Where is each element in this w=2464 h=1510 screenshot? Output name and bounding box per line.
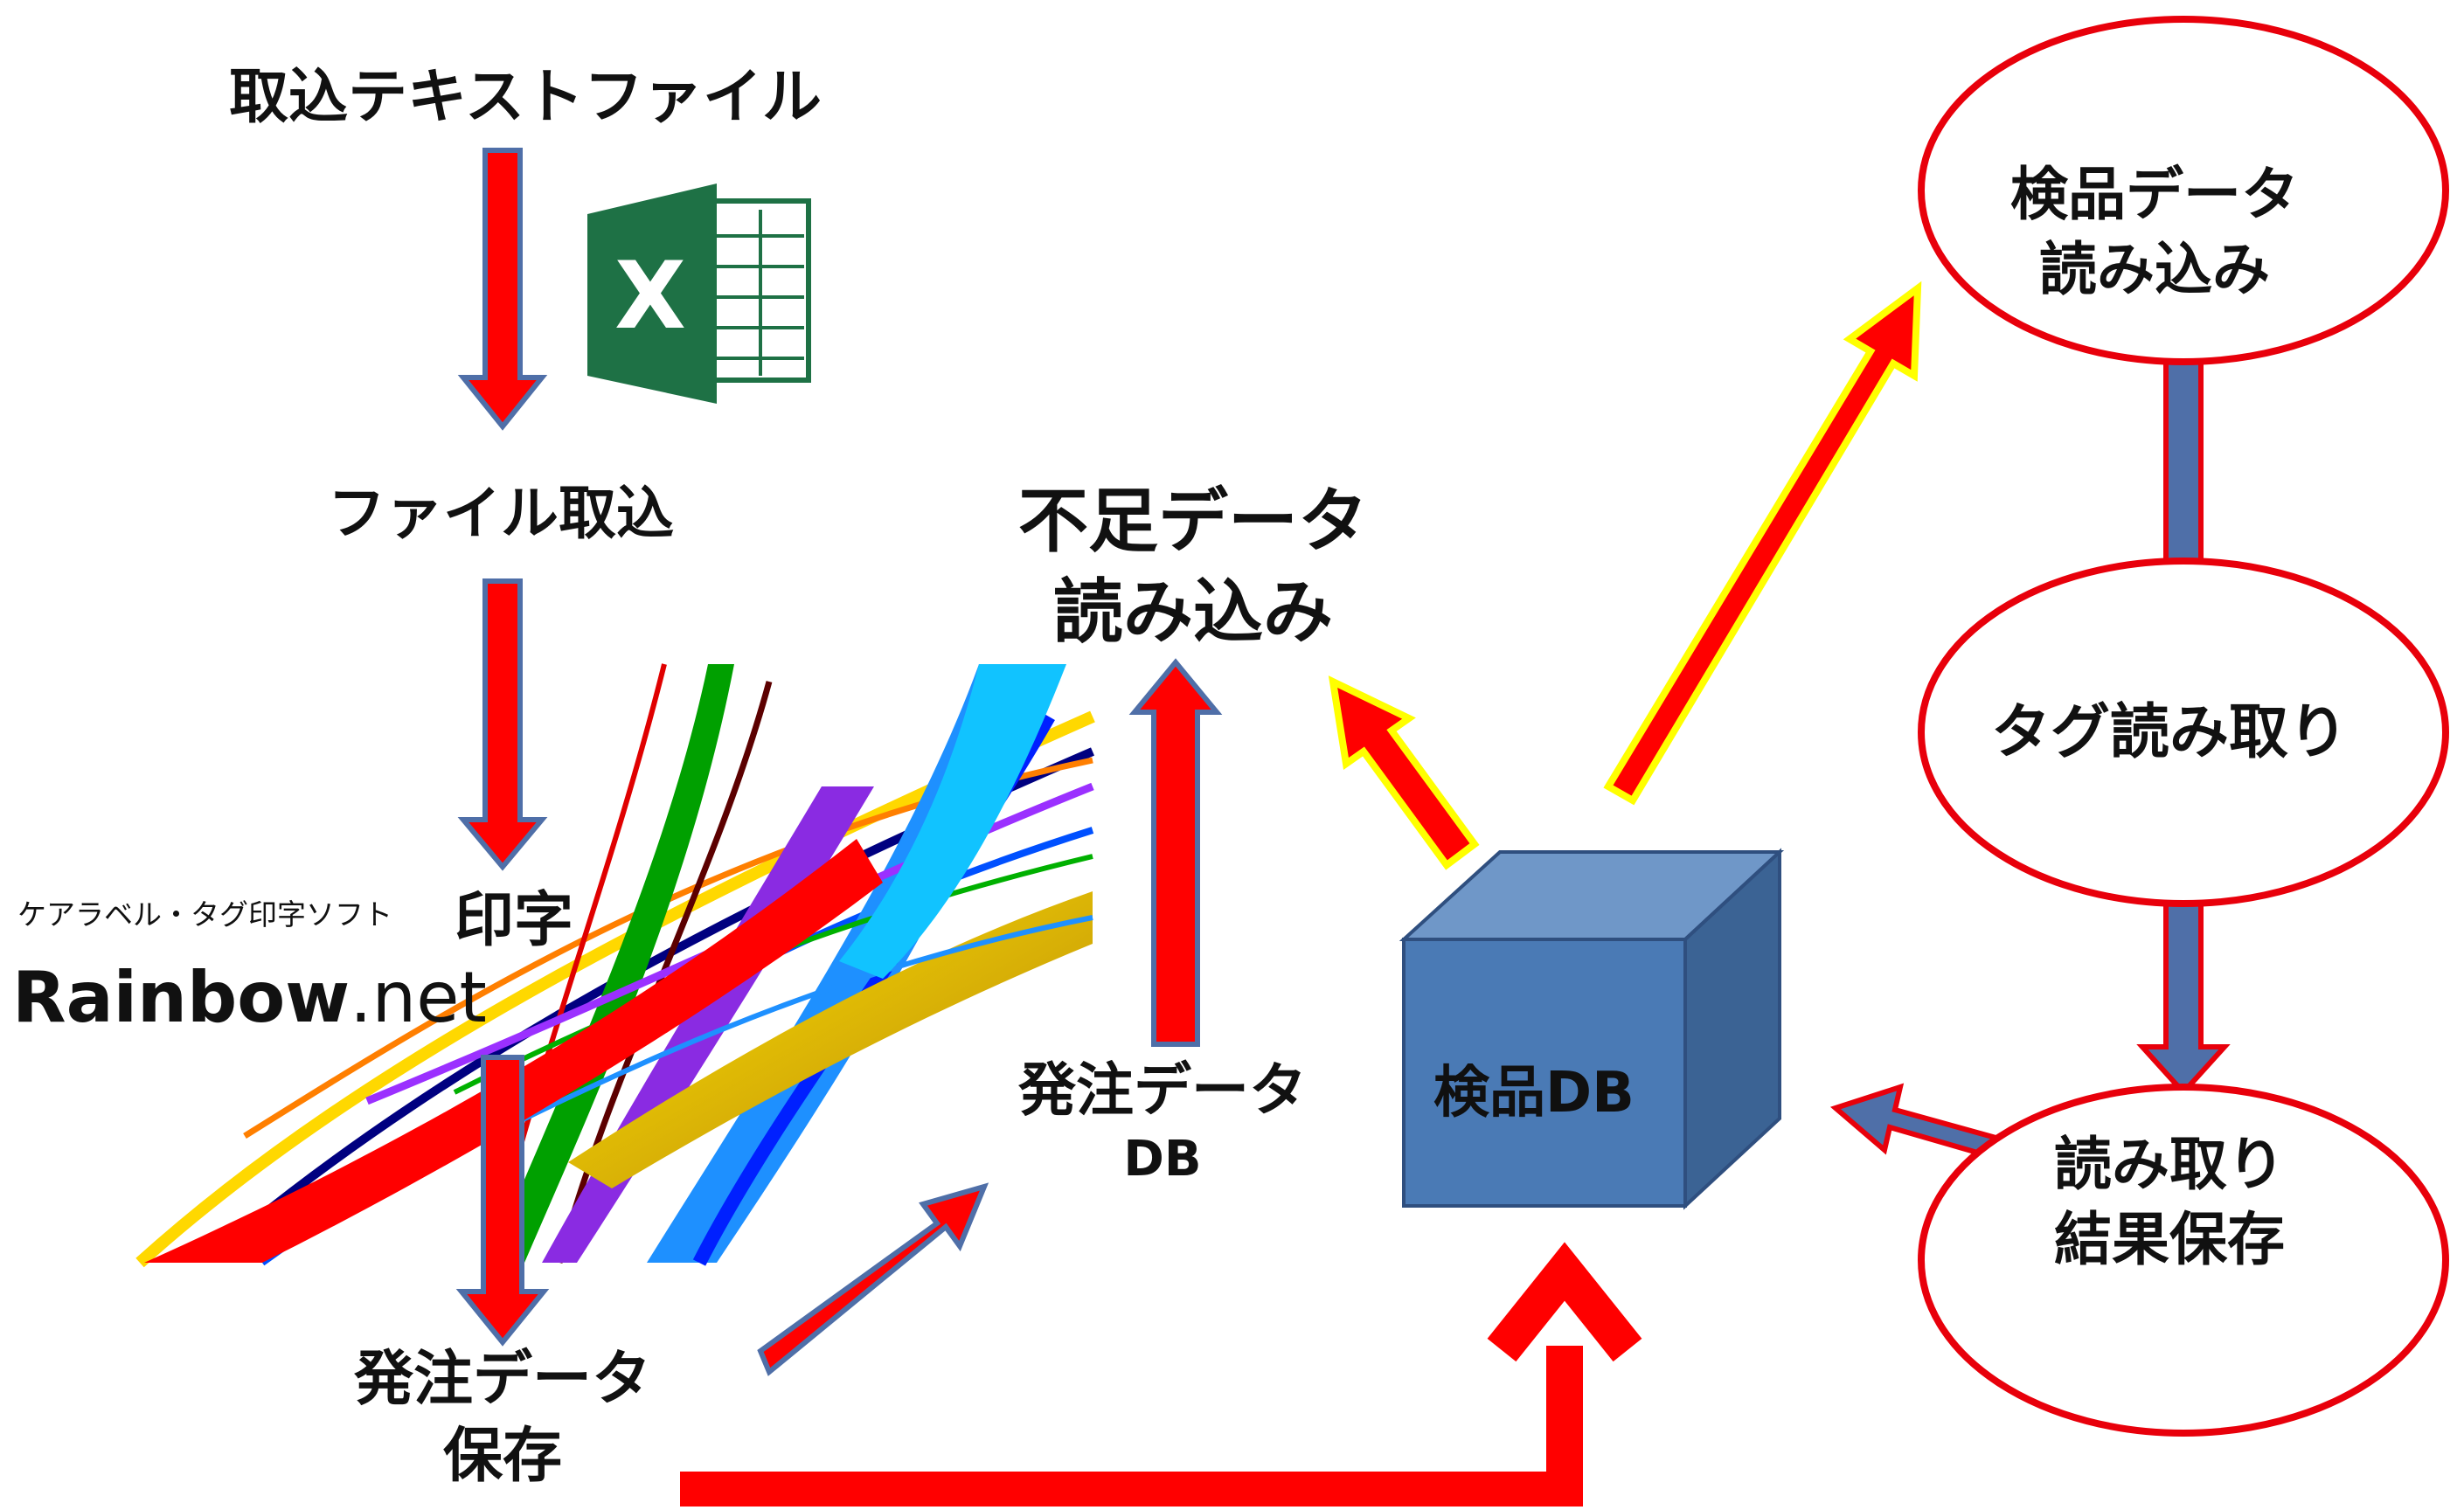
- order-db-line2: DB: [1123, 1130, 1202, 1188]
- inspection-read-line2: 読み込み: [2039, 235, 2270, 303]
- order-save-line2: 保存: [443, 1422, 563, 1492]
- inspection-db-label: 検品DB: [1433, 1061, 1635, 1126]
- excel-icon: X: [587, 184, 811, 404]
- ellipse-tag-read: [1918, 558, 2449, 907]
- arrow-print-to-order-save: [455, 1055, 550, 1347]
- inspection-db-cube: [1399, 848, 1785, 1210]
- arrow-order-save-to-order-db: [757, 1182, 989, 1376]
- print-label: 印字: [455, 886, 574, 955]
- arrow-import-to-print: [457, 578, 548, 871]
- arrow-bottom-to-inspection-db: [680, 1242, 1642, 1508]
- product-tagline: ケアラベル・タグ印字ソフト: [17, 897, 392, 932]
- source-text-file-label: 取込テキストファイル: [229, 63, 822, 132]
- file-import-label: ファイル取込: [328, 480, 674, 547]
- product-logo-bold: Rainbow: [12, 957, 351, 1038]
- shortage-line2: 読み込み: [1053, 571, 1333, 653]
- product-logo: Rainbow.net: [12, 952, 487, 1043]
- excel-icon-letter: X: [614, 242, 686, 350]
- inspection-read-line1: 検品データ: [2010, 161, 2299, 228]
- arrow-order-db-to-shortage: [1128, 658, 1223, 1047]
- order-save-line1: 発注データ: [354, 1345, 652, 1414]
- ellipse-result-save: [1918, 1084, 2449, 1437]
- result-save-label: 読み取り 結果保存: [2054, 1127, 2285, 1278]
- order-save-label: 発注データ 保存: [354, 1341, 651, 1496]
- product-logo-light: .net: [350, 957, 487, 1038]
- shortage-line1: 不足データ: [1018, 481, 1368, 562]
- shortage-data-read-label: 不足データ 読み込み: [1018, 476, 1368, 658]
- ellipse-inspection-read: [1918, 16, 2449, 365]
- order-db-line1: 発注データ: [1018, 1056, 1307, 1124]
- tag-read-label: タグ読み取り: [1991, 698, 2349, 767]
- arrow-inspection-db-to-shortage: [1328, 675, 1480, 870]
- inspection-data-read-label: 検品データ 読み込み: [2010, 157, 2299, 308]
- result-save-line2: 結果保存: [2054, 1205, 2285, 1273]
- blue-white-ribbon-top: [839, 664, 1066, 979]
- arrow-inspection-db-to-inspection-read: [1603, 281, 1922, 806]
- result-save-line1: 読み取り: [2054, 1131, 2285, 1198]
- order-data-db-label: 発注データ DB: [1018, 1053, 1307, 1192]
- arrow-source-to-import: [457, 148, 548, 431]
